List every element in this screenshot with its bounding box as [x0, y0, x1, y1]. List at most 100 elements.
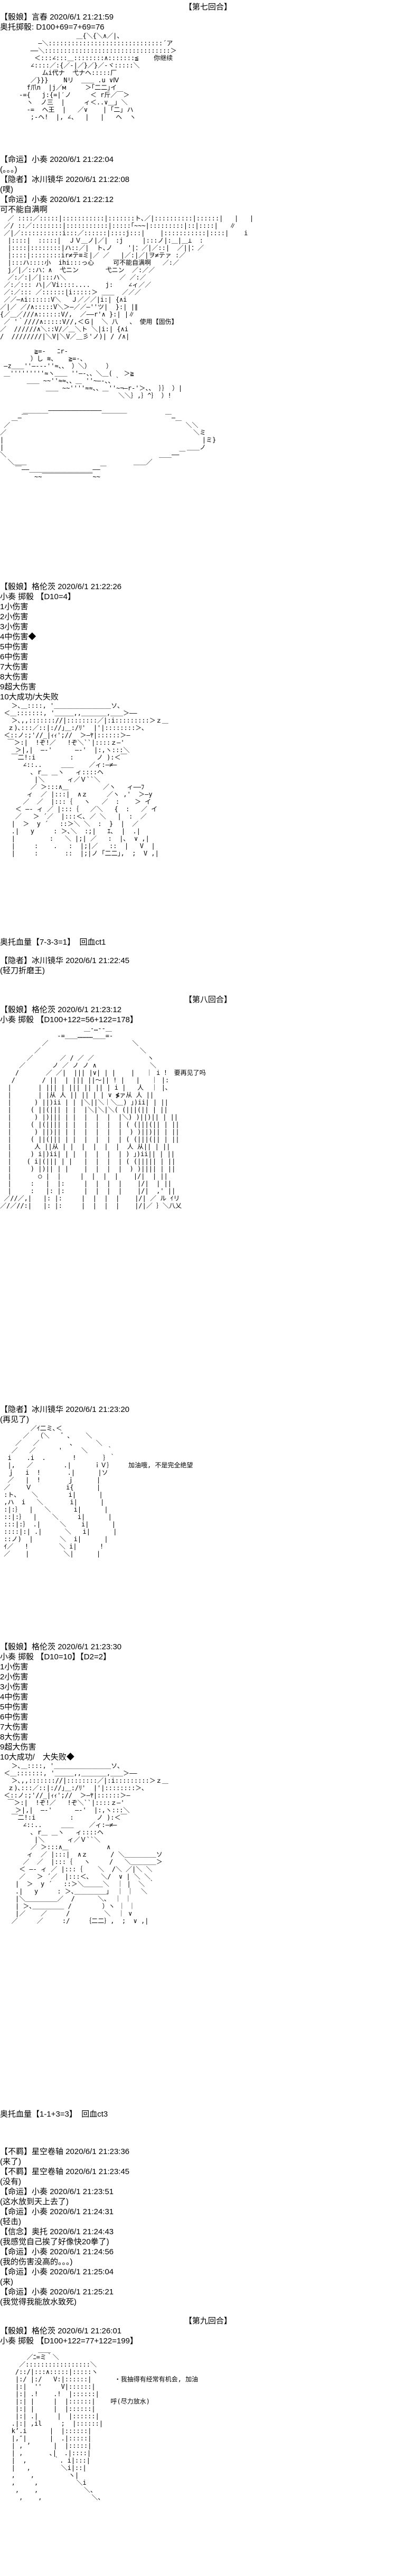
post-time: 2020/6/1 21:23:30 — [58, 1642, 122, 1651]
ascii-art-battle-scene: ／ ::::／:::::|:::::::::::|:::::::ト､／|::::… — [0, 215, 254, 480]
roll-table-row: 6中伤害 — [0, 1713, 29, 1722]
post: 【命运】小奏 2020/6/1 21:22:12 可不能自满啊 — [0, 195, 416, 215]
post-author: 小奏 — [32, 2267, 48, 2276]
post-body-line: (我感觉自己挨了好像快20拳了) — [0, 2237, 109, 2246]
roll-table-row: 5中伤害 — [0, 642, 29, 651]
post-tag: 【命运】 — [0, 2267, 32, 2276]
post-body-line: (噗) — [0, 185, 13, 194]
post-time: 2020/6/1 21:24:31 — [50, 2207, 114, 2216]
post-tag: 【命运】 — [0, 2247, 32, 2256]
post-meta: 【命运】小奏 2020/6/1 21:25:04 — [0, 2267, 416, 2277]
post-tag: 【骰娘】 — [0, 1005, 32, 1014]
post: 【骰娘】言春 2020/6/1 21:21:59 奥托掷骰: D100+69=7… — [0, 12, 416, 32]
spacer — [0, 2307, 416, 2316]
ascii-art-kyouka-final: ＿＿ ／ﾆ=ミ｀＼ ／:::::::::::::::::＼ /::/|:::∧:… — [11, 2346, 198, 2501]
post-author: 小奏 — [32, 2287, 48, 2296]
post-author: 小奏 — [32, 2187, 48, 2196]
post-tag: 【信念】 — [0, 2227, 32, 2236]
ascii-art-otto-stand: ＞､＿::::, '＿＿＿＿＿＿＿＿＿ソ､ ＜＿:::::::, '＿＿＿,,＿… — [4, 1762, 168, 1925]
post-author: 小奏 — [32, 2247, 48, 2256]
post-tag: 【不羁】 — [0, 2147, 32, 2156]
roll-table-row: 1小伤害 — [0, 1662, 29, 1671]
roll-table-row: 10大成功/ 大失败◆ — [0, 1753, 74, 1762]
post-body-line: (这水放到天上去了) — [0, 2197, 69, 2206]
post-dice-roll: 【骰娘】格伦茨 2020/6/1 21:23:30 小奏 掷骰 【D10=10】… — [0, 1642, 416, 1762]
roll-table-row: 2小伤害 — [0, 612, 29, 621]
post-body-line: (来) — [0, 2277, 13, 2286]
post-body-line: (再见了) — [0, 1415, 29, 1424]
post-author: 言春 — [32, 13, 48, 22]
post-author: 冰川镜华 — [32, 1405, 64, 1414]
roll-table-row: 3小伤害 — [0, 1683, 29, 1691]
post-meta: 【命运】小奏 2020/6/1 21:24:31 — [0, 2207, 416, 2217]
post: 【命运】小奏 2020/6/1 21:24:56 (我的伤害没高的。。。) — [0, 2247, 416, 2267]
post-meta: 【不羁】星空卷轴 2020/6/1 21:23:45 — [0, 2167, 416, 2177]
post-time: 2020/6/1 21:25:04 — [50, 2267, 114, 2276]
roll-table-row: 8大伤害 — [0, 1733, 29, 1742]
post-author: 小奏 — [32, 195, 48, 204]
post-body-line: (轻击) — [0, 2217, 21, 2226]
post-author: 小奏 — [32, 2207, 48, 2216]
roll-table-row: 3小伤害 — [0, 622, 29, 631]
post-time: 2020/6/1 21:26:01 — [58, 2327, 122, 2335]
post-tag: 【隐者】 — [0, 1405, 32, 1414]
roll-table-row: 2小伤害 — [0, 1673, 29, 1681]
post-tag: 【骰娘】 — [0, 582, 32, 591]
post-time: 2020/6/1 21:23:45 — [65, 2167, 130, 2176]
post-meta: 【不羁】星空卷轴 2020/6/1 21:23:36 — [0, 2147, 416, 2157]
roll-table-row: 4中伤害 — [0, 1693, 29, 1702]
post: 【命运】小奏 2020/6/1 21:22:04 (。。。) — [0, 155, 416, 175]
post-meta: 【信念】奥托 2020/6/1 21:24:43 — [0, 2227, 416, 2237]
post-author: 冰川镜华 — [32, 956, 64, 965]
roll-table-row: 8大伤害 — [0, 672, 29, 681]
ascii-art-kyouka-dome: ＿-…--＿ -=＿＿…………＿＿=- ／ ＼ ／ ＼ ／ ／ / ／ ／ ヽ … — [0, 1025, 206, 1209]
post-meta: 【骰娘】格伦茨 2020/6/1 21:23:12 — [0, 1005, 416, 1015]
post-time: 2020/6/1 21:24:43 — [50, 2227, 114, 2236]
round-7-header: 【第七回合】 — [184, 3, 232, 12]
roll-table-row: 7大伤害 — [0, 662, 29, 671]
ascii-art-kyouka-kneel: ／ｲ二ミ､＜ ／ （＼ ゛､ ＼ ／ ／ ､ ＼ ／ ／ ' ＼ ｀ i .i … — [4, 1425, 193, 1558]
ascii-art-yanchun: ＿{＼{＼∧／|、 ―＼::::::::::::::::::::::::::::… — [19, 32, 177, 121]
roll-table-row: 5中伤害 — [0, 1703, 29, 1712]
post-body-line: (我的伤害没高的。。。) — [0, 2257, 73, 2266]
post-tag: 【命运】 — [0, 2287, 32, 2296]
post-tag: 【隐者】 — [0, 956, 32, 965]
post-dice-roll: 【骰娘】格伦茨 2020/6/1 21:23:12 小奏 掷骰 【D100+12… — [0, 1005, 416, 1025]
post-author: 奥托 — [32, 2227, 48, 2236]
post-author: 格伦茨 — [32, 582, 56, 591]
post: 【命运】小奏 2020/6/1 21:25:04 (来) — [0, 2267, 416, 2287]
post-body-line: (轻刀折磨王) — [0, 966, 45, 975]
post-tag: 【命运】 — [0, 195, 32, 204]
post-tag: 【命运】 — [0, 2207, 32, 2216]
post-time: 2020/6/1 21:23:36 — [65, 2147, 130, 2156]
post-body-line: (没有) — [0, 2177, 21, 2186]
post-body-line: (。。。) — [0, 165, 17, 174]
post-author: 格伦茨 — [32, 1642, 56, 1651]
post-time: 2020/6/1 21:25:21 — [50, 2287, 114, 2296]
post-time: 2020/6/1 21:23:51 — [50, 2187, 114, 2196]
otto-hp-status: 奥托血量【1-1+3=3】 回血ct3 — [0, 2110, 108, 2119]
roll-table-row: 6中伤害 — [0, 652, 29, 661]
post: 【隐者】冰川镜华 2020/6/1 21:22:08 (噗) — [0, 175, 416, 195]
post-dice-roll: 【骰娘】格伦茨 2020/6/1 21:22:26 小奏 掷骰 【D10=4】 … — [0, 582, 416, 702]
post-author: 冰川镜华 — [32, 175, 64, 184]
post: 【命运】小奏 2020/6/1 21:24:31 (轻击) — [0, 2207, 416, 2227]
post-meta: 【命运】小奏 2020/6/1 21:22:12 — [0, 195, 416, 205]
roll-table-row: 7大伤害 — [0, 1723, 29, 1732]
post-dice-roll: 【骰娘】格伦茨 2020/6/1 21:26:01 小奏 掷骰 【D100+12… — [0, 2326, 416, 2346]
post-meta: 【骰娘】格伦茨 2020/6/1 21:22:26 — [0, 582, 416, 592]
roll-result: 小奏 掷骰 【D100+122=56+122=178】 — [0, 1015, 138, 1024]
post-body-line: (来了) — [0, 2157, 21, 2166]
post: 【隐者】冰川镜华 2020/6/1 21:22:45 (轻刀折磨王) — [0, 956, 416, 976]
roll-table-row: 9超大伤害 — [0, 1743, 36, 1752]
post: 【命运】小奏 2020/6/1 21:25:21 (我觉得我能放水致死) — [0, 2287, 416, 2307]
post-meta: 【骰娘】言春 2020/6/1 21:21:59 — [0, 12, 416, 22]
otto-hp-status: 奥托血量【7-3-3=1】 回血ct1 — [0, 938, 106, 947]
roll-result: 小奏 掷骰 【D10=4】 — [0, 592, 75, 601]
round-8-header: 【第八回合】 — [184, 995, 232, 1004]
post-time: 2020/6/1 21:22:12 — [50, 195, 114, 204]
ascii-art-otto-hit: ＞､＿::::, '＿＿＿＿＿＿＿＿＿ソ､ ＜＿:::::::, '＿＿＿,,＿… — [4, 702, 168, 857]
post: 【信念】奥托 2020/6/1 21:24:43 (我感觉自己挨了好像快20拳了… — [0, 2227, 416, 2247]
post-time: 2020/6/1 21:22:26 — [58, 582, 122, 591]
post-tag: 【骰娘】 — [0, 13, 32, 22]
